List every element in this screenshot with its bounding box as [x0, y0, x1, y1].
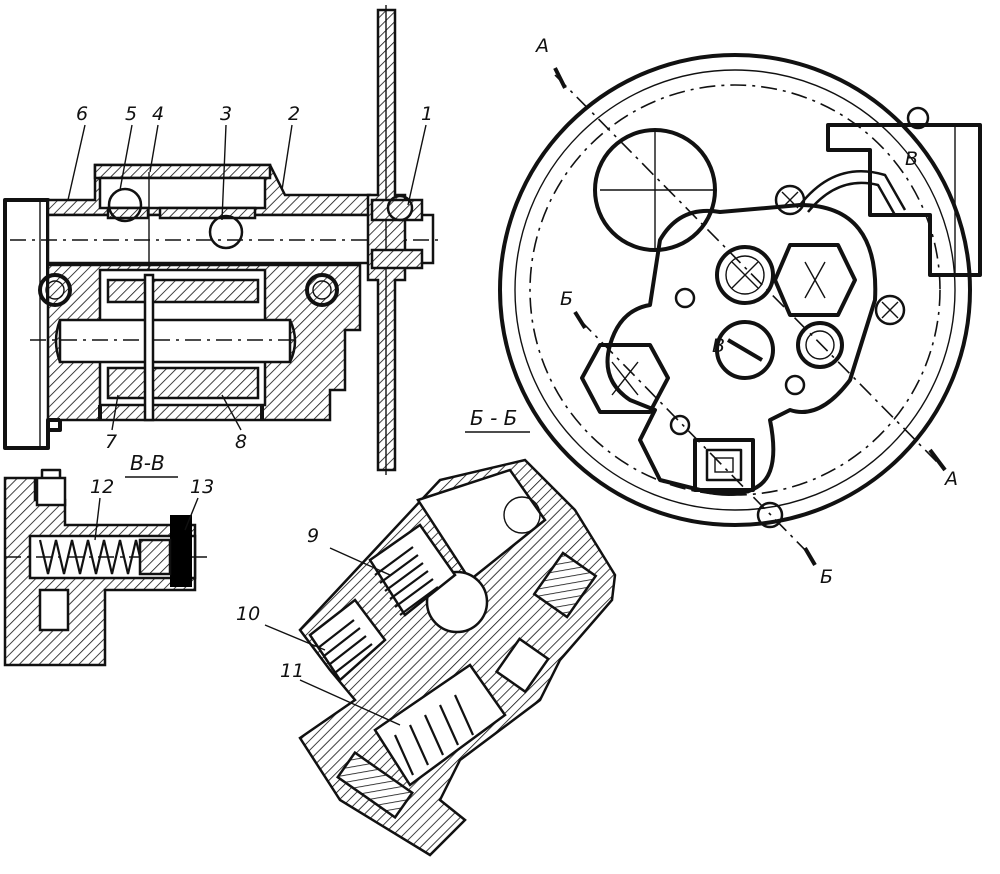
label-part-5: 5	[125, 103, 137, 125]
marker-b-bottom: Б	[820, 566, 833, 588]
marker-b-left: Б	[560, 288, 573, 310]
spring-11	[393, 694, 475, 776]
marker-v-right: В	[905, 148, 918, 170]
label-part-8: 8	[235, 431, 247, 453]
label-part-11: 11	[280, 660, 304, 682]
section-title-bb: Б - Б	[470, 406, 517, 430]
section-bb	[298, 458, 617, 857]
part-labels: 6 5 4 3 2 1 7 8 12 13 9 10 11	[67, 103, 433, 726]
label-part-12: 12	[90, 476, 114, 498]
section-vv	[3, 468, 210, 667]
section-titles: Б - Б В-В	[125, 406, 530, 478]
section-title-vv: В-В	[130, 451, 165, 475]
label-part-1: 1	[421, 103, 433, 125]
label-part-3: 3	[220, 103, 232, 125]
marker-v-center: В	[712, 335, 725, 357]
label-part-7: 7	[105, 431, 117, 453]
label-part-9: 9	[307, 525, 319, 547]
section-markers: А А Б Б В В	[534, 35, 958, 588]
label-part-4: 4	[152, 103, 164, 125]
label-part-13: 13	[190, 476, 214, 498]
marker-a-top: А	[534, 35, 549, 57]
spring-9	[374, 546, 439, 616]
spring-10	[317, 619, 373, 673]
label-part-6: 6	[76, 103, 88, 125]
label-part-10: 10	[236, 603, 260, 625]
pump-front-view	[498, 53, 982, 567]
main-longitudinal-section	[3, 5, 440, 475]
label-part-2: 2	[288, 103, 300, 125]
marker-a-bottom: А	[943, 468, 958, 490]
